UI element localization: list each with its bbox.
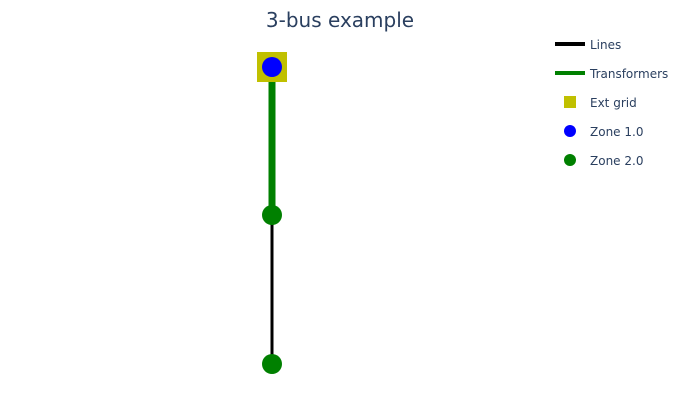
- bus-node-2: [262, 205, 282, 225]
- legend-symbol-ext-grid: [564, 96, 576, 108]
- legend-symbol-zone-1: [564, 125, 576, 137]
- legend-item-zone-2: Zone 2.0: [564, 154, 643, 168]
- legend-label-transformers: Transformers: [589, 67, 668, 81]
- diagram-title: 3-bus example: [266, 8, 414, 32]
- legend-item-zone-1: Zone 1.0: [564, 125, 643, 139]
- legend-label-zone-1: Zone 1.0: [590, 125, 643, 139]
- legend-item-lines: Lines: [555, 38, 621, 52]
- legend-label-zone-2: Zone 2.0: [590, 154, 643, 168]
- bus-node-1: [262, 57, 282, 77]
- legend-symbol-zone-2: [564, 154, 576, 166]
- legend: Lines Transformers Ext grid Zone 1.0 Zon…: [555, 38, 668, 168]
- legend-item-transformers: Transformers: [555, 67, 668, 81]
- legend-label-lines: Lines: [590, 38, 621, 52]
- legend-item-ext-grid: Ext grid: [564, 96, 637, 110]
- legend-label-ext-grid: Ext grid: [590, 96, 637, 110]
- bus-node-3: [262, 354, 282, 374]
